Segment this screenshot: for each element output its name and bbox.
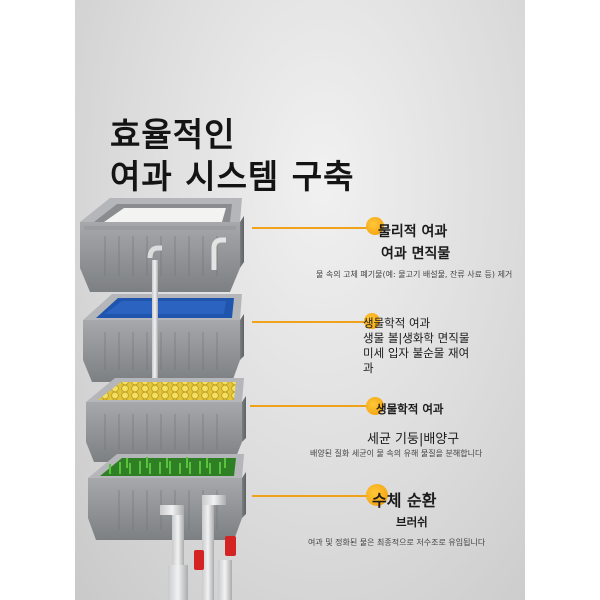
stage3-dot [366,397,384,415]
stage2-dot [364,313,380,329]
stage3-title: 생물학적 여과 [376,402,444,416]
stage1-subtitle: 여과 면직물 [381,246,451,262]
stage2-line3: 미세 입자 불순물 재여 [363,346,470,360]
leader-lines [250,227,374,497]
stage1-dot [366,217,384,235]
stage1-description: 물 속의 고체 폐기물(예: 물고기 배설물, 잔류 사료 등) 제거 [316,270,513,279]
tray-bio-media-blue [83,294,244,382]
page-title-line2: 여과 시스템 구축 [110,157,355,196]
stage4-title: 수체 순환 [372,491,437,510]
tray-bio-media-yellow [86,378,246,462]
page-title-line1: 효율적인 [110,115,236,154]
stage4-subtitle: 브러쉬 [396,515,428,529]
stage1-title: 물리적 여과 [378,224,448,240]
stage4-dot [366,484,388,506]
stage4-description: 여과 및 정화된 물은 최종적으로 저수조로 유입됩니다 [308,538,486,547]
stage2-title: 생물학적 여과 [363,316,431,330]
stage2-subtitle: 생물 볼|생화학 면직물 [363,331,470,345]
stage3-subtitle: 세균 기둥|배양구 [367,432,460,447]
valves [194,536,236,570]
stage3-description: 배양된 질화 세균이 물 속의 유해 물질을 분해합니다 [310,449,483,458]
tray-physical-filter [80,198,244,292]
pipes [147,237,232,600]
stage2-line4: 과 [363,361,374,375]
